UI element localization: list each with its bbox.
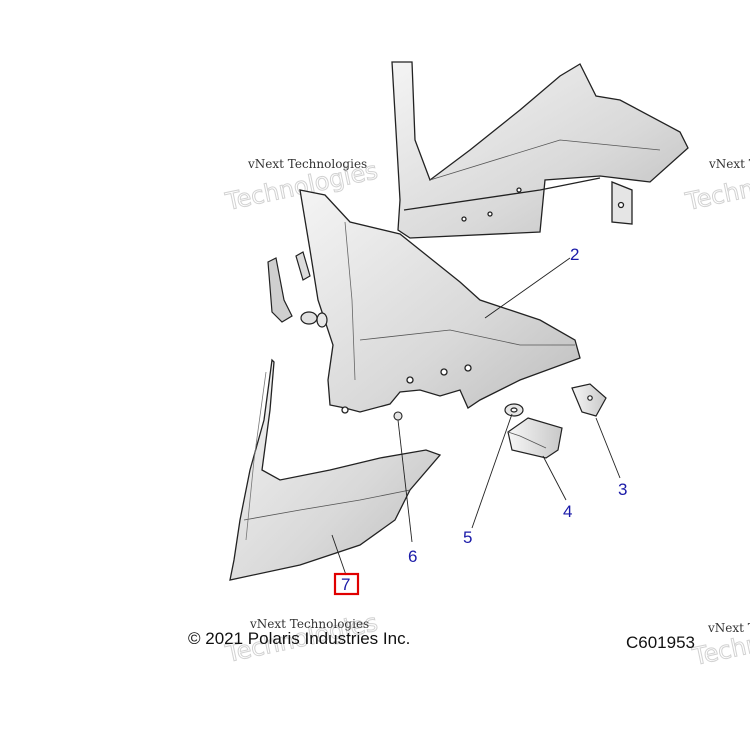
leader-lines — [331, 257, 621, 576]
callouts: 2 3 4 5 6 7 — [333, 245, 627, 596]
callout-7-highlight-box — [333, 572, 360, 596]
windshield-part-2 — [299, 189, 581, 414]
leader-line-6 — [397, 419, 413, 543]
upper-windshield-part — [391, 61, 689, 239]
bracket-part-3 — [571, 383, 607, 417]
copyright-text: © 2021 Polaris Industries Inc. — [188, 629, 410, 648]
nut-part-6 — [393, 411, 403, 421]
lower-deflector-part-7 — [229, 358, 442, 581]
callout-5[interactable]: 5 — [463, 528, 472, 547]
leader-line-4 — [542, 455, 567, 501]
leader-line-7 — [331, 534, 347, 576]
leader-line-3 — [595, 417, 621, 479]
callout-2[interactable]: 2 — [570, 245, 579, 264]
bracket-part-4 — [507, 417, 563, 459]
watermark-small-top: vNext Technologies — [247, 157, 367, 171]
callout-3[interactable]: 3 — [618, 480, 627, 499]
left-mount-brackets — [267, 251, 328, 328]
watermark-small-bottom-right: vNext Technologies — [707, 621, 750, 635]
callout-4[interactable]: 4 — [563, 502, 572, 521]
washer-part-5 — [504, 403, 524, 417]
callout-6[interactable]: 6 — [408, 547, 417, 566]
diagram-code: C601953 — [626, 633, 695, 652]
watermark-small-bottom: vNext Technologies — [249, 617, 369, 631]
watermark-small-top-right: vNext Technologies — [708, 157, 750, 171]
leader-line-5 — [471, 413, 513, 529]
leader-line-2 — [484, 257, 571, 319]
callout-7[interactable]: 7 — [341, 575, 350, 594]
